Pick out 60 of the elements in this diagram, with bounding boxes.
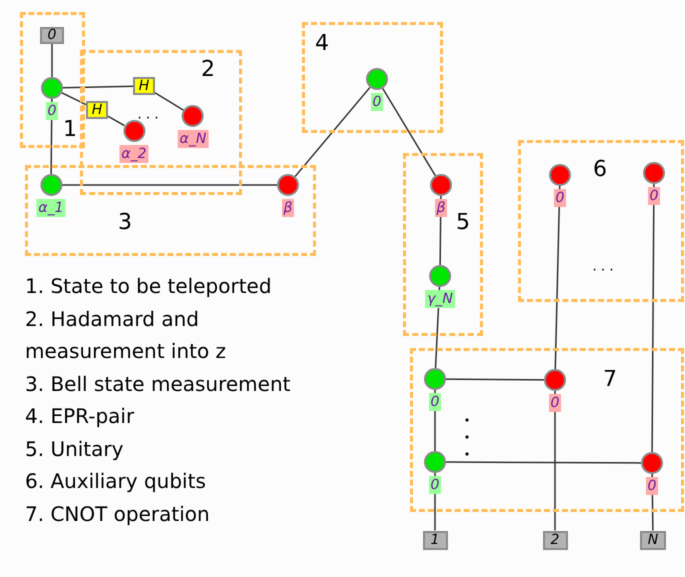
state-label: 0 bbox=[46, 102, 58, 120]
connector-line bbox=[51, 44, 53, 77]
connector-line bbox=[554, 186, 560, 370]
connector-line bbox=[154, 92, 184, 111]
state-label: β bbox=[434, 199, 448, 217]
legend-item: 4. EPR-pair bbox=[25, 403, 136, 430]
connector-line bbox=[62, 184, 277, 186]
gate-box: 1 bbox=[422, 530, 448, 550]
gate-box: 2 bbox=[542, 530, 568, 550]
connector-line bbox=[50, 99, 53, 174]
dashed-group-frame bbox=[25, 165, 316, 256]
connector-line bbox=[108, 116, 125, 126]
legend-item: 5. Unitary bbox=[25, 436, 124, 462]
group-number: 1 bbox=[63, 119, 77, 141]
group-number: 6 bbox=[593, 159, 607, 181]
ellipsis: ... bbox=[592, 258, 618, 276]
group-number: 4 bbox=[315, 33, 329, 55]
legend-item: 7. CNOT operation bbox=[25, 500, 211, 528]
connector-line bbox=[434, 390, 436, 451]
legend-item: 1. State to be teleported bbox=[25, 273, 273, 300]
group-number: 5 bbox=[456, 212, 470, 234]
gate-box: H bbox=[86, 101, 108, 119]
state-label: α_1 bbox=[36, 199, 66, 217]
connector-line bbox=[446, 461, 641, 464]
connector-line bbox=[651, 184, 655, 452]
state-label: γ_N bbox=[425, 290, 455, 308]
connector-line bbox=[651, 474, 654, 531]
connector-line bbox=[434, 473, 436, 530]
state-label: 0 bbox=[648, 187, 660, 205]
state-label: α_N bbox=[178, 130, 208, 148]
legend-item: 3. Bell state measurement bbox=[25, 370, 292, 398]
state-label: 0 bbox=[428, 393, 442, 411]
state-label: 0 bbox=[646, 477, 658, 495]
connector-line bbox=[62, 92, 86, 106]
state-label: 0 bbox=[554, 189, 566, 207]
connector-line bbox=[439, 196, 442, 265]
group-number: 3 bbox=[118, 212, 132, 234]
legend-item: 6. Auxiliary qubits bbox=[25, 468, 207, 495]
dashed-group-frame bbox=[403, 153, 483, 336]
gate-box: N bbox=[640, 530, 666, 550]
group-number: 7 bbox=[603, 369, 617, 391]
state-label: β bbox=[282, 199, 294, 217]
connector-line bbox=[382, 88, 436, 176]
state-label: α_2 bbox=[119, 145, 149, 163]
state-label: 0 bbox=[370, 93, 384, 111]
dashed-group-frame bbox=[518, 140, 684, 302]
state-label: 0 bbox=[428, 476, 442, 494]
gate-box: H bbox=[133, 77, 155, 95]
dashed-group-frame bbox=[20, 12, 85, 148]
ellipsis: ... bbox=[137, 106, 163, 124]
group-number: 2 bbox=[201, 59, 215, 81]
connector-line bbox=[554, 391, 556, 530]
connector-line bbox=[446, 378, 544, 381]
dashed-group-frame bbox=[80, 50, 242, 195]
dashed-group-frame bbox=[302, 22, 443, 133]
state-label: 0 bbox=[548, 394, 562, 412]
connector-line bbox=[62, 86, 134, 88]
gate-box: 0 bbox=[40, 26, 64, 44]
dashed-group-frame bbox=[410, 348, 684, 512]
legend-item: 2. Hadamard and measurement into z bbox=[25, 306, 228, 365]
